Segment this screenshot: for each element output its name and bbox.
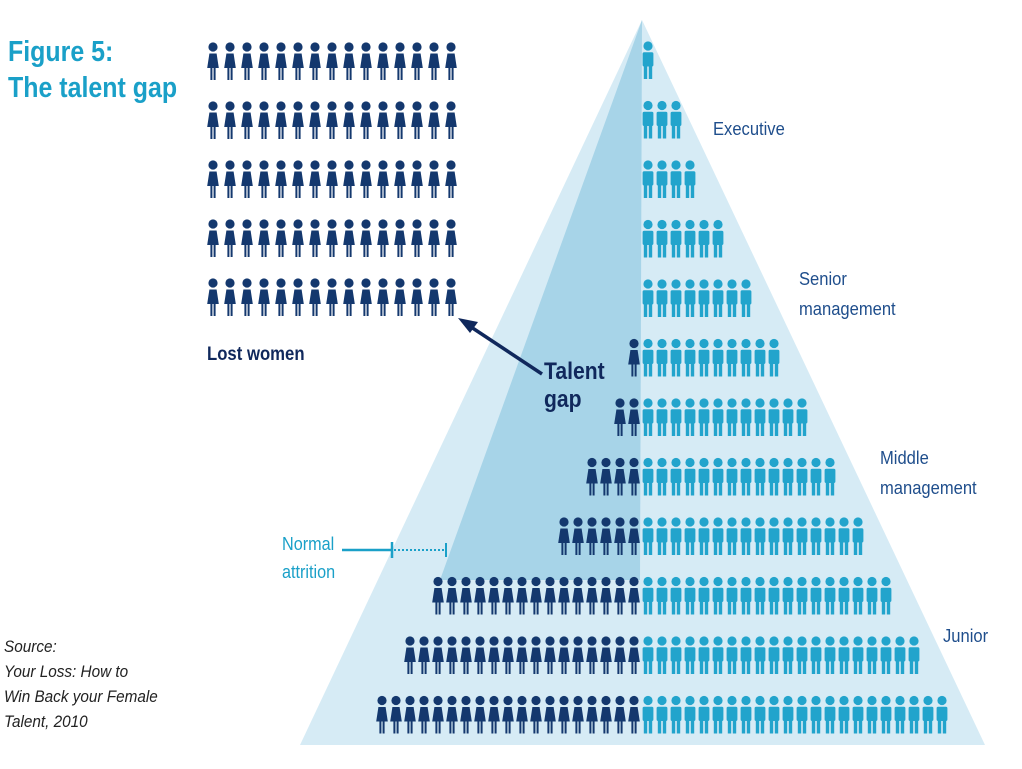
lost-woman-icon [343,160,355,198]
figure-number: Figure 5: [8,36,114,68]
talent-gap-arrow [458,318,543,376]
lost-woman-icon [309,219,321,257]
lost-woman-icon [224,278,236,316]
normal-attrition-label: Normal attrition [282,534,336,582]
lost-woman-icon [428,160,440,198]
lost-woman-icon [360,278,372,316]
lost-woman-icon [241,219,253,257]
lost-woman-icon [309,42,321,80]
lost-woman-icon [207,278,219,316]
lost-woman-icon [411,278,423,316]
lost-woman-icon [275,160,287,198]
lost-woman-icon [258,219,270,257]
lost-woman-icon [360,219,372,257]
lost-woman-icon [292,160,304,198]
lost-woman-icon [224,101,236,139]
level-label-senior-management: Senior management [799,269,896,319]
level-label-middle-management: Middle management [880,448,977,498]
lost-woman-icon [326,160,338,198]
lost-woman-icon [394,278,406,316]
lost-woman-icon [241,42,253,80]
lost-woman-icon [292,42,304,80]
lost-woman-icon [275,219,287,257]
lost-woman-icon [258,278,270,316]
lost-woman-icon [224,160,236,198]
lost-woman-icon [445,160,457,198]
lost-woman-icon [275,101,287,139]
lost-woman-icon [445,101,457,139]
lost-woman-icon [377,101,389,139]
lost-woman-icon [445,42,457,80]
lost-woman-icon [428,278,440,316]
lost-woman-icon [343,101,355,139]
lost-woman-icon [394,219,406,257]
talent-gap-label: Talent gap [544,358,605,413]
lost-woman-icon [241,278,253,316]
lost-woman-icon [326,101,338,139]
lost-woman-icon [224,219,236,257]
lost-women-label: Lost women [207,344,305,365]
lost-woman-icon [411,219,423,257]
lost-woman-icon [309,160,321,198]
lost-woman-icon [445,278,457,316]
lost-woman-icon [394,160,406,198]
lost-woman-icon [309,278,321,316]
lost-woman-icon [326,42,338,80]
lost-woman-icon [394,42,406,80]
figure-caption: The talent gap [8,72,178,104]
lost-woman-icon [275,42,287,80]
lost-woman-icon [377,42,389,80]
lost-woman-icon [411,101,423,139]
lost-woman-icon [241,101,253,139]
lost-woman-icon [377,219,389,257]
level-label-junior: Junior [943,626,989,646]
lost-woman-icon [343,42,355,80]
figure-title: Figure 5: The talent gap [8,34,177,106]
lost-woman-icon [275,278,287,316]
lost-woman-icon [309,101,321,139]
lost-woman-icon [207,101,219,139]
lost-woman-icon [428,42,440,80]
lost-woman-icon [258,160,270,198]
lost-woman-icon [343,219,355,257]
lost-woman-icon [377,278,389,316]
level-label-executive: Executive [713,119,785,139]
lost-woman-icon [258,42,270,80]
lost-woman-icon [326,278,338,316]
pyramid-inner [440,20,642,580]
lost-woman-icon [343,278,355,316]
lost-woman-icon [445,219,457,257]
lost-woman-icon [411,160,423,198]
lost-woman-icon [292,219,304,257]
lost-woman-icon [241,160,253,198]
lost-woman-icon [326,219,338,257]
lost-woman-icon [224,42,236,80]
lost-woman-icon [360,42,372,80]
lost-women-grid [207,42,457,316]
lost-woman-icon [207,160,219,198]
lost-woman-icon [428,101,440,139]
normal-attrition-marker [342,542,447,558]
lost-woman-icon [258,101,270,139]
lost-woman-icon [292,278,304,316]
lost-woman-icon [428,219,440,257]
pyramid-outer [300,20,985,745]
lost-woman-icon [207,42,219,80]
source-citation: Source: Your Loss: How to Win Back your … [4,637,158,731]
lost-woman-icon [207,219,219,257]
lost-woman-icon [360,160,372,198]
lost-woman-icon [411,42,423,80]
lost-woman-icon [377,160,389,198]
lost-woman-icon [360,101,372,139]
lost-woman-icon [292,101,304,139]
lost-woman-icon [394,101,406,139]
